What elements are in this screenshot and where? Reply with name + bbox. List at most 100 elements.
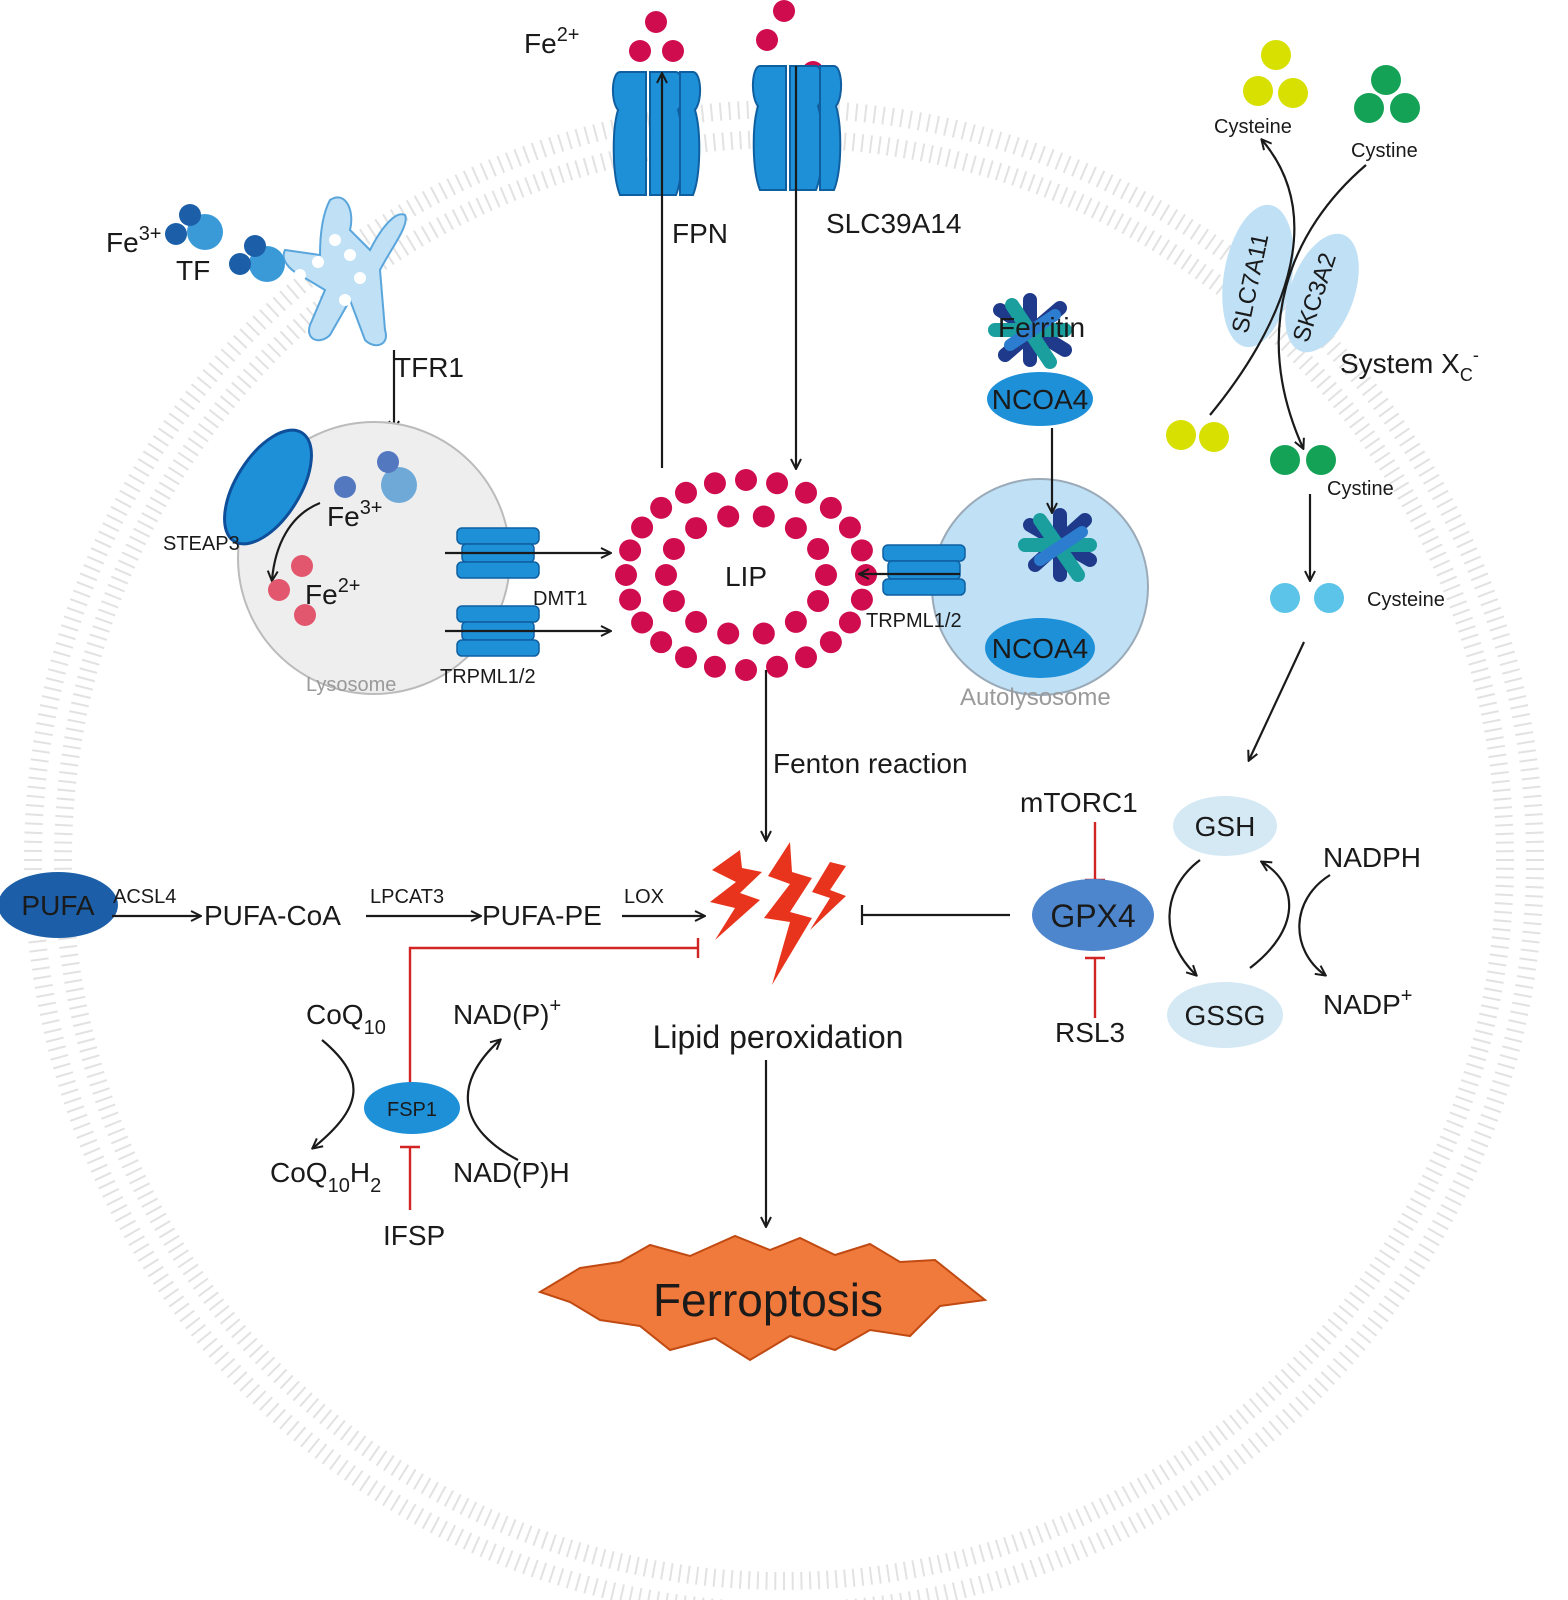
lip-iron-dot [675, 481, 697, 504]
lip-iron-dot [735, 469, 757, 491]
lip-label: LIP [725, 561, 767, 592]
acsl4-label: ACSL4 [113, 886, 176, 908]
nadph-to-nadp-arrow [1298, 874, 1331, 975]
lip-iron-dot [819, 631, 842, 654]
fsp1-inhibition-line [408, 946, 698, 1090]
lip-iron-dot [807, 537, 830, 560]
lox-label: LOX [624, 886, 664, 908]
lip-iron-dot [650, 631, 673, 654]
ncoa4-bottom [985, 618, 1095, 678]
slc39a14-label: SLC39A14 [826, 208, 961, 239]
lip-iron-dot [807, 590, 830, 613]
cysteine-inner-dots [1166, 420, 1229, 452]
lip-iron-dot [838, 516, 861, 539]
cysteine-top-label: Cysteine [1214, 116, 1292, 138]
cell-membrane [24, 100, 1544, 1600]
system-xc-label: System XC- [1340, 345, 1479, 385]
skc3a2-protein [1285, 233, 1359, 353]
lip-iron-dot [766, 472, 789, 495]
tf-label: TF [176, 255, 210, 286]
gsh-bubble [1173, 796, 1277, 856]
gssg-to-gsh-arrow [1249, 862, 1291, 969]
transferrin-iron-complex [165, 204, 285, 282]
cystine-top-label: Cystine [1351, 140, 1418, 162]
cystine-inner-dots [1270, 445, 1336, 475]
fpn-transporter [612, 71, 701, 196]
pufa-label: PUFA [21, 890, 94, 921]
coq10-label: CoQ10 [306, 999, 386, 1039]
fe3-reduction-arrow [272, 501, 321, 580]
gpx4-label: GPX4 [1050, 898, 1135, 934]
lysosome-fe2-dots [268, 555, 316, 626]
nadph-oxidation-arrow [466, 1040, 519, 1161]
lysosome-label: Lysosome [306, 674, 396, 696]
lip-iron-dot [631, 516, 654, 539]
nadp-label: NADP+ [1323, 985, 1412, 1020]
lip-iron-dot [631, 611, 654, 634]
lipid-perox-label: Lipid peroxidation [653, 1019, 904, 1055]
ferritin-cluster [988, 293, 1072, 369]
lysosome-transferrin [381, 467, 417, 503]
steap3-protein [223, 428, 313, 546]
nadph-fsp1-label: NAD(P)H [453, 1157, 570, 1188]
pufa-coa-label: PUFA-CoA [204, 900, 341, 931]
nadph-label: NADPH [1323, 842, 1421, 873]
rsl3-label: RSL3 [1055, 1017, 1125, 1048]
gssg-label: GSSG [1185, 1000, 1266, 1031]
lip-iron-dot [650, 496, 673, 519]
lysosome-fe3-label: Fe3+ [327, 497, 383, 532]
lip-iron-dot [717, 505, 740, 528]
ferritin-label: Ferritin [998, 312, 1085, 343]
gssg-bubble [1167, 982, 1283, 1048]
coq10-reduction-arrow [313, 1039, 355, 1148]
lip-iron-dot [662, 590, 685, 613]
lip-iron-dot [752, 505, 775, 528]
lip-iron-dot [784, 517, 807, 540]
lip-iron-dot [675, 646, 697, 669]
tfr1-receptor [282, 196, 407, 347]
lip-iron-dot [819, 496, 842, 519]
coq10h2-label: CoQ10H2 [270, 1157, 381, 1197]
lip-iron-dot [850, 539, 873, 562]
lip-iron-dot [766, 655, 789, 678]
fpn-label: FPN [672, 218, 728, 249]
gsh-to-gssg-arrow [1168, 859, 1201, 975]
lip-iron-dot [619, 588, 642, 611]
lip-iron-dot [838, 611, 861, 634]
gsh-label: GSH [1195, 811, 1256, 842]
ferroptosis-label: Ferroptosis [653, 1274, 883, 1326]
lysosome-trpml-label: TRPML1/2 [440, 666, 536, 688]
cystine-top-dots [1354, 65, 1420, 123]
mtorc1-label: mTORC1 [1020, 787, 1138, 818]
lip-iron-dot [615, 564, 637, 586]
cysteine-mid-dots [1270, 583, 1344, 613]
lip-iron-dot [685, 610, 708, 633]
cystine-import-arrow [1277, 164, 1367, 448]
pufa-pe-label: PUFA-PE [482, 900, 602, 931]
ferroptosis-burst [537, 1234, 988, 1362]
fsp1-enzyme [364, 1082, 460, 1134]
cysteine-top-dots [1243, 40, 1308, 108]
dmt1-label: DMT1 [533, 588, 587, 610]
lip-iron-dot [655, 564, 677, 586]
autolysosome-ferritin [1018, 508, 1097, 582]
lip-iron-dot [735, 659, 757, 681]
autolysosome-label: Autolysosome [960, 684, 1111, 711]
lip-iron-dot [703, 655, 726, 678]
ifsp-label: IFSP [383, 1220, 445, 1251]
lip-iron-dot [795, 481, 817, 504]
steap3-label: STEAP3 [163, 533, 240, 555]
lip-iron-dot [850, 588, 873, 611]
lip-iron-dot [752, 622, 775, 645]
fenton-label: Fenton reaction [773, 748, 968, 779]
lysosome-fe2-label: Fe2+ [305, 575, 361, 610]
lip-iron-dot [784, 610, 807, 633]
cystine-mid-label: Cystine [1327, 478, 1394, 500]
lip-iron-dot [703, 472, 726, 495]
pufa-node [0, 872, 118, 938]
lipid-peroxidation-lightning [710, 842, 846, 985]
cysteine-to-gsh-arrow [1249, 641, 1305, 760]
fe3-label: Fe3+ [106, 223, 162, 258]
lysosome-fe3-dot [334, 476, 356, 498]
